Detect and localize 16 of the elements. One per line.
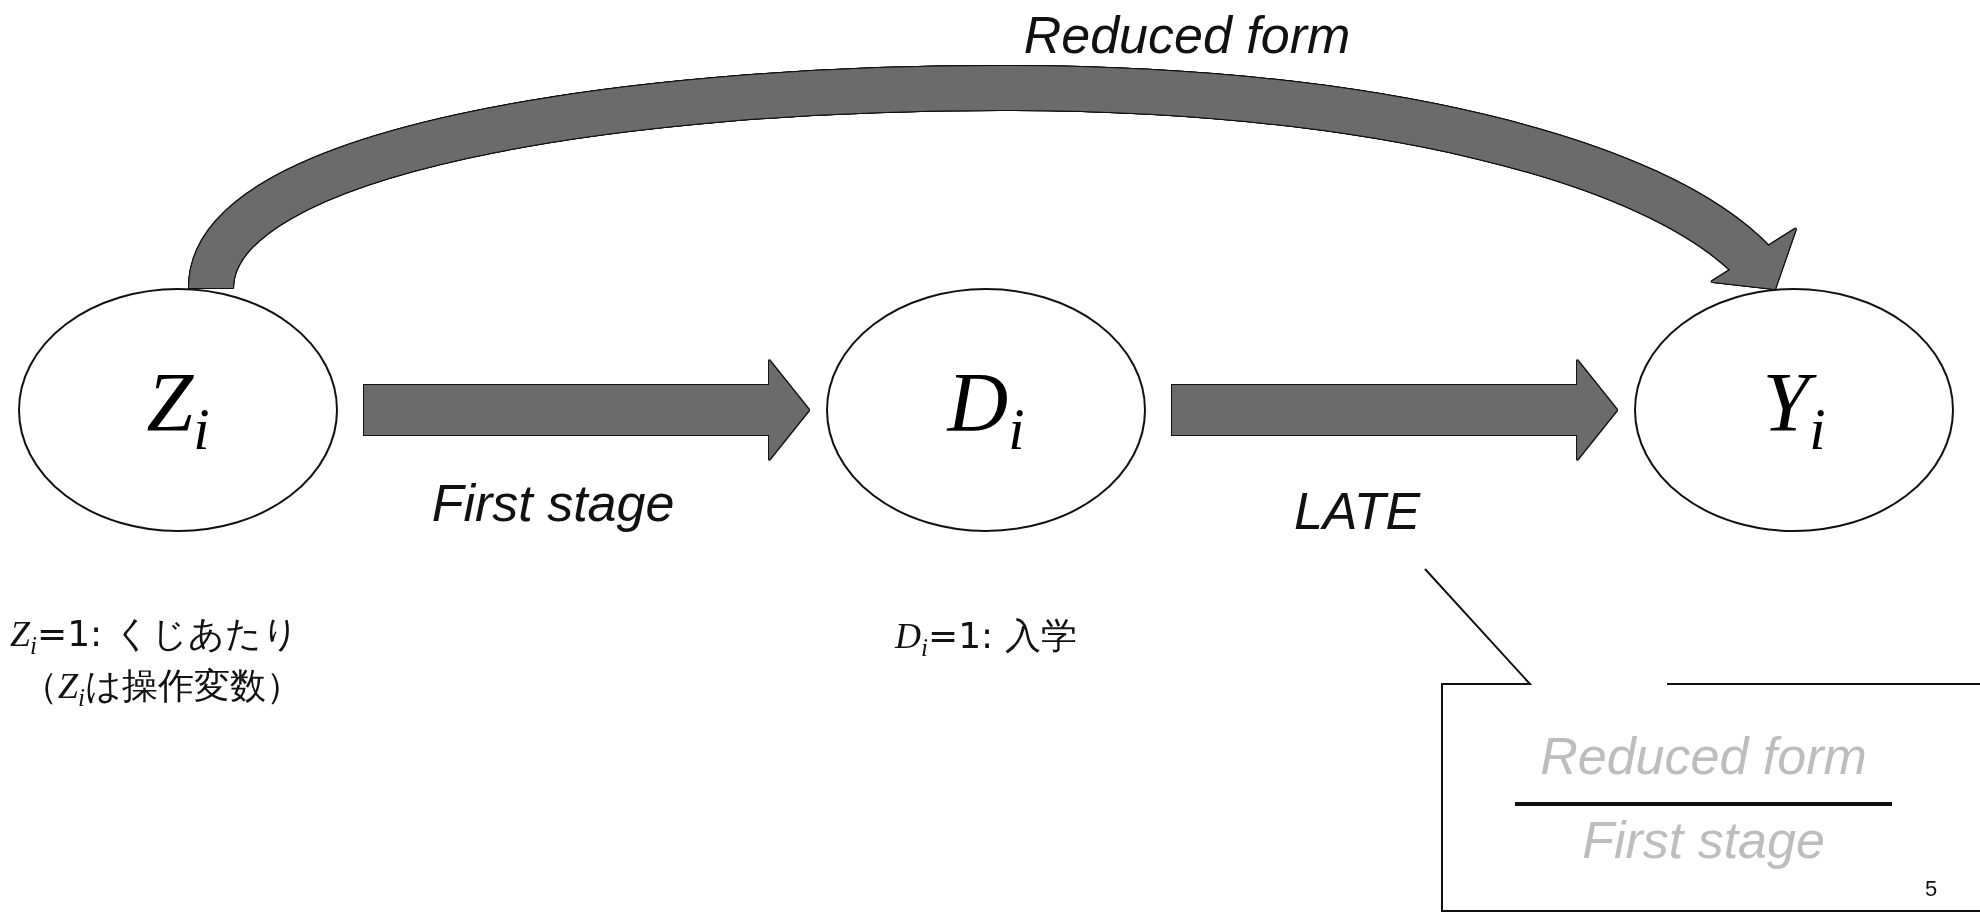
variable-ellipse — [18, 288, 338, 532]
edge-label: LATE — [1293, 485, 1421, 537]
variable-ellipse — [826, 288, 1146, 532]
callout-box — [1424, 568, 1980, 912]
variable-note: D$_{i}$=1: 入学 — [895, 614, 1077, 664]
variable-label: Z$_{i}$ — [146, 360, 210, 460]
variable-ellipse — [1634, 288, 1954, 532]
block-arrow — [1172, 360, 1617, 460]
block-arrow — [364, 360, 809, 460]
edge-label: Reduced form — [1023, 9, 1351, 61]
variable-note: Z$_{i}$=1: くじあたり — [10, 612, 299, 662]
variable-note: （Z$_{i}$は操作変数） — [22, 664, 303, 714]
variable-label: Y$_{i}$ — [1762, 360, 1826, 460]
page-number: 5 — [1925, 876, 1938, 902]
fraction-numerator: Reduced form — [1539, 730, 1868, 782]
variable-label: D$_{i}$ — [947, 360, 1025, 460]
